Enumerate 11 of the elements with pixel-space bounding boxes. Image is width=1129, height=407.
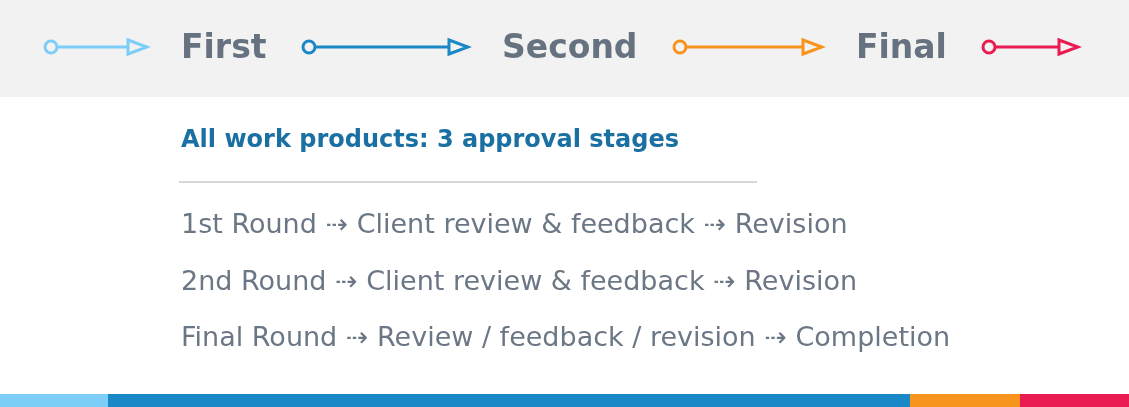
stage-label: Second <box>502 26 638 68</box>
process-row-text: 1st Round ⇢ Client review & feedback ⇢ Revision <box>181 208 848 239</box>
stage-label: First <box>181 26 267 68</box>
heading: All work products: 3 approval stages <box>181 125 679 153</box>
process-row-text: Final Round ⇢ Review / feedback / revision ⇢ Completion <box>181 321 951 352</box>
arrow <box>672 38 824 56</box>
arrow <box>981 38 1080 56</box>
arrow <box>301 38 470 56</box>
process-row-text: 2nd Round ⇢ Client review & feedback ⇢ Revision <box>181 264 858 296</box>
arrow <box>43 38 149 56</box>
stage-label: Final <box>856 26 947 68</box>
